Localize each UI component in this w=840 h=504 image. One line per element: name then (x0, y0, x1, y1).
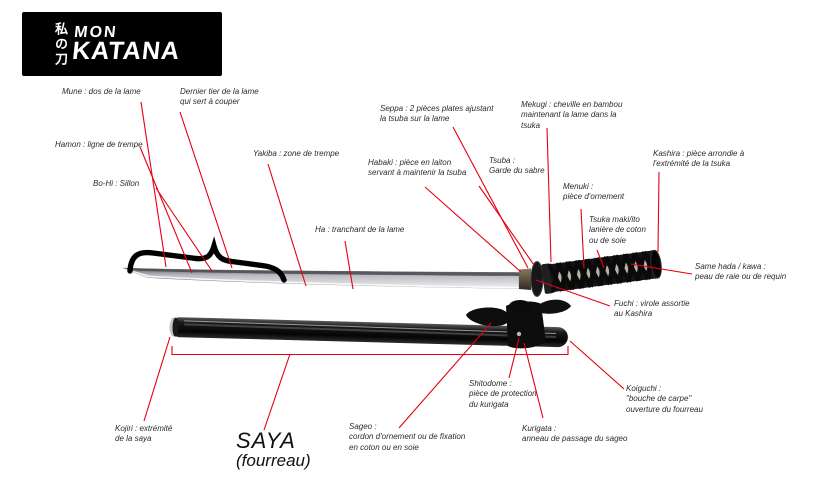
label-mune: Mune : dos de la lame (62, 87, 141, 96)
saya-span-bracket (171, 346, 569, 356)
line-habaki (424, 186, 522, 273)
saya-caption-subtitle: (fourreau) (236, 451, 311, 470)
line-kurigata (523, 342, 544, 419)
label-same-hada: Same hada / kawa : peau de raie ou de re… (695, 262, 787, 282)
label-sageo: Sageo : cordon d'ornement ou de fixation… (349, 422, 466, 452)
blade-graphic (122, 267, 520, 289)
line-saya (263, 353, 291, 431)
line-same-hada (630, 263, 693, 275)
line-sageo (398, 322, 492, 429)
line-bohi (155, 187, 213, 272)
label-seppa: Seppa : 2 pièces plates ajustant la tsub… (380, 104, 494, 124)
tsuka-graphic (541, 249, 662, 294)
cutting-third-brace (127, 236, 287, 283)
label-menuki: Menuki : pièce d'ornement (563, 182, 625, 202)
line-kojiri (143, 336, 171, 422)
line-ha (344, 240, 354, 290)
label-hamon: Hamon : ligne de trempe (55, 140, 143, 149)
label-kurigata: Kurigata : anneau de passage du sageo (522, 424, 628, 444)
mon-katana-logo: 私の刀 MON KATANA (22, 12, 222, 76)
label-koiguchi: Koiguchi : "bouche de carpe" ouverture d… (626, 384, 703, 414)
logo-wordmark: MON KATANA (70, 24, 183, 65)
habaki-graphic (519, 268, 531, 290)
line-tsuba (478, 185, 535, 266)
label-yakiba: Yakiba : zone de trempe (253, 149, 340, 158)
label-kashira: Kashira : pièce arrondie à l'extrémité d… (653, 149, 745, 169)
line-koiguchi (569, 340, 625, 390)
label-habaki: Habaki : pièce en laiton servant à maint… (368, 158, 467, 178)
mune-edge (123, 268, 519, 276)
shitodome-graphic (516, 331, 522, 337)
sageo-knot-graphic (466, 299, 571, 349)
label-fuchi: Fuchi : virole assortie au Kashira (614, 299, 690, 319)
label-kojiri: Kojiri : extrémité de la saya (115, 424, 173, 444)
tsuba-graphic (530, 261, 544, 297)
line-hamon (139, 146, 193, 274)
annotation-lines (139, 101, 693, 431)
ito-wrap (547, 249, 660, 293)
saya-caption-title: SAYA (236, 428, 296, 453)
line-kashira (657, 171, 660, 253)
label-shitodome: Shitodome : pièce de protection du kurig… (469, 379, 537, 409)
line-seppa (452, 126, 529, 269)
label-dernier-tier: Dernier tier de la lame qui sert à coupe… (180, 87, 259, 107)
line-mune (140, 101, 167, 268)
line-shitodome (508, 337, 520, 379)
label-tsuka-maki: Tsuka maki/ito lanière de coton ou de so… (589, 215, 646, 245)
line-yakiba (267, 163, 307, 287)
line-fuchi (535, 279, 611, 307)
line-tsuka-maki (596, 249, 605, 269)
label-mekugi: Mekugi : cheville en bambou maintenant l… (521, 100, 623, 130)
saya-caption: SAYA (fourreau) (236, 430, 311, 471)
line-mekugi (546, 127, 552, 263)
line-dernier-tier (179, 111, 233, 269)
label-tsuba: Tsuba : Garde du sabre (489, 156, 545, 176)
kashira-graphic (650, 249, 662, 279)
logo-kanji-text: 私の刀 (53, 21, 68, 67)
logo-word-katana: KATANA (70, 36, 182, 65)
label-ha: Ha : tranchant de la lame (315, 225, 405, 234)
label-bo-hi: Bo-Hi : Sillon (93, 179, 140, 188)
line-menuki (580, 208, 585, 269)
